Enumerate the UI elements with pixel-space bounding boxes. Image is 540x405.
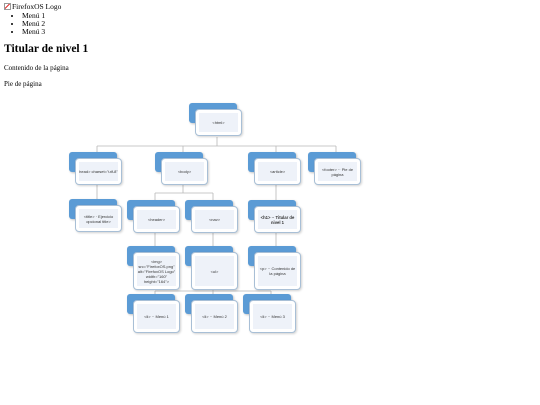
page-content: Contenido de la página (4, 64, 69, 72)
node-label-li-1: <li> ·· Menú 1 (137, 304, 176, 329)
node-label-li-3: <li> ·· Menú 3 (253, 304, 292, 329)
node-card: <img> src="FirefoxOS.png" alt="FirefoxOS… (133, 252, 180, 290)
node-card: <header> (133, 206, 180, 233)
node-label-header: <header> (137, 210, 176, 229)
node-label-footer: <footer> ·· Pie de página (318, 162, 357, 181)
node-label-body: <body> (165, 162, 204, 181)
node-label-head: head> charset="utf-8" (79, 162, 118, 181)
node-card: <html> (195, 109, 242, 136)
node-card: <li> ·· Menú 1 (133, 300, 180, 333)
menu-item-1[interactable]: Menú 1 (22, 12, 534, 20)
node-label-ul: <ul> (195, 256, 234, 286)
node-card: <li> ·· Menú 2 (191, 300, 238, 333)
node-card: <article> (254, 158, 301, 185)
node-card: head> charset="utf-8" (75, 158, 122, 185)
node-card: <ul> (191, 252, 238, 290)
node-card: <title> · Ejercicio opcional title> (75, 205, 122, 232)
node-card: <footer> ·· Pie de página (314, 158, 361, 185)
menu-item-2[interactable]: Menú 2 (22, 20, 534, 28)
node-label-h1: <h1> ·· Titular de nivel 1 (258, 210, 297, 229)
logo-alt-text: FirefoxOS Logo (12, 2, 62, 11)
node-card: <h1> ·· Titular de nivel 1 (254, 206, 301, 233)
node-card: <nav> (191, 206, 238, 233)
menu-list: Menú 1 Menú 2 Menú 3 (4, 12, 534, 36)
menu-item-3[interactable]: Menú 3 (22, 28, 534, 36)
logo-broken-image: FirefoxOS Logo (4, 2, 534, 11)
node-label-li-2: <li> ·· Menú 2 (195, 304, 234, 329)
node-card: <body> (161, 158, 208, 185)
broken-image-icon (4, 3, 11, 10)
node-label-p: <p> ·· Contenido de la página (258, 256, 297, 286)
node-label-title: <title> · Ejercicio opcional title> (79, 209, 118, 228)
page-footer: Pie de página (4, 80, 42, 88)
node-card: <p> ·· Contenido de la página (254, 252, 301, 290)
node-card: <li> ·· Menú 3 (249, 300, 296, 333)
rendered-page: FirefoxOS Logo Menú 1 Menú 2 Menú 3 Titu… (4, 2, 534, 88)
node-label-article: <article> (258, 162, 297, 181)
node-label-nav: <nav> (195, 210, 234, 229)
page-title: Titular de nivel 1 (4, 43, 89, 55)
node-label-img: <img> src="FirefoxOS.png" alt="FirefoxOS… (137, 256, 176, 286)
node-label-html: <html> (199, 113, 238, 132)
